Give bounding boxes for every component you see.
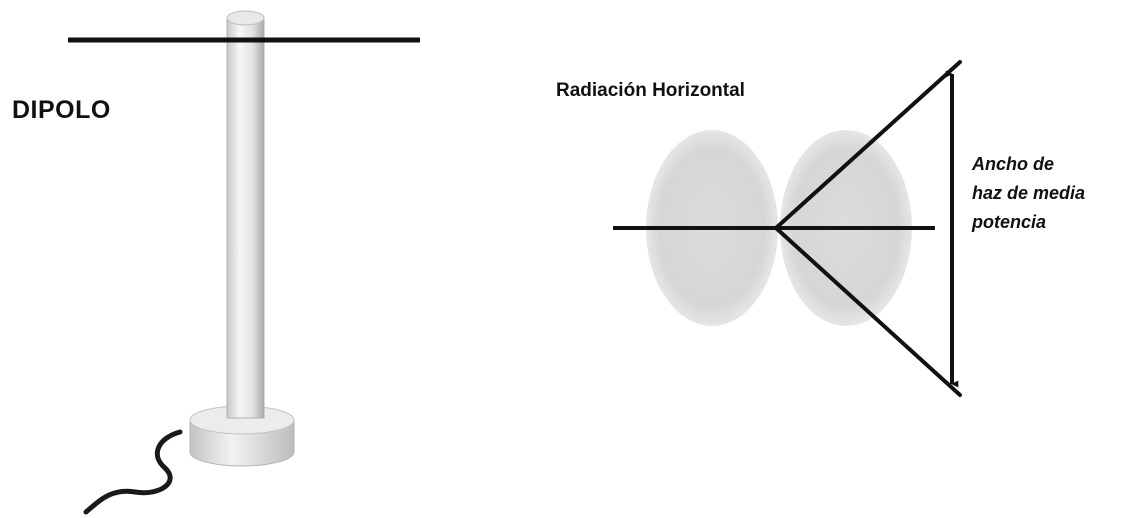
antenna-mast-top [226,10,265,26]
beamwidth-label: Ancho de haz de media potencia [972,150,1085,237]
beamwidth-label-line-2: haz de media [972,183,1086,203]
dipole-antenna [68,10,420,515]
beam-edge-upper [774,60,962,230]
beamwidth-label-line-3: potencia [972,212,1047,232]
radiation-title: Radiación Horizontal [556,80,745,101]
radiation-pattern [613,60,962,397]
antenna-cable [83,429,183,515]
antenna-label: DIPOLO [12,96,111,124]
beamwidth-label-line-1: Ancho de [972,154,1055,174]
antenna-mast [226,17,265,419]
beam-edge-lower [774,226,962,397]
